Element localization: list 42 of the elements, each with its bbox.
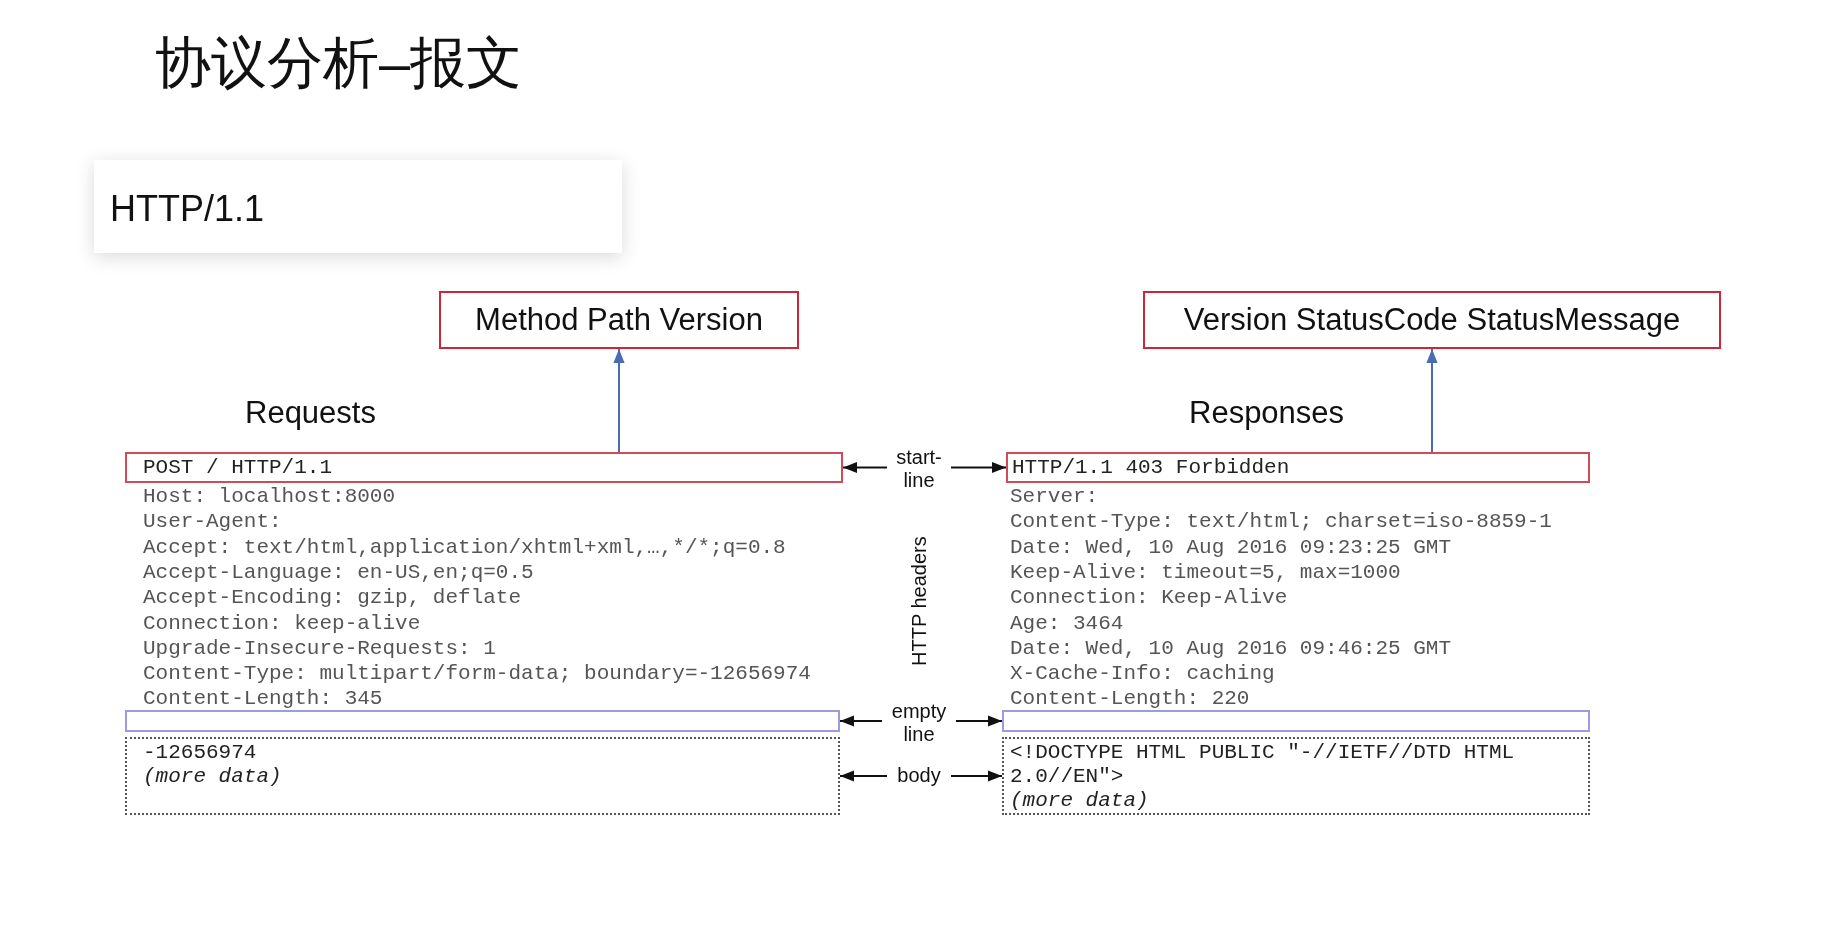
annotation-label: start- line <box>887 446 951 494</box>
header-line: Age: 3464 <box>1010 610 1124 636</box>
header-line: Connection: Keep-Alive <box>1010 585 1288 611</box>
header-line: Accept-Language: en-US,en;q=0.5 <box>143 559 534 585</box>
code-text: <!DOCTYPE HTML PUBLIC "-//IETF//DTD HTML 2.0//EN"> <box>1010 741 1516 789</box>
vertical-label: HTTP headers <box>907 535 931 666</box>
header-line: Content-Length: 345 <box>143 686 383 712</box>
arrow <box>1426 348 1438 453</box>
highlight-box: Version StatusCode StatusMessage <box>1143 291 1721 349</box>
arrow <box>950 461 1007 474</box>
header-line: Keep-Alive: timeout=5, max=1000 <box>1010 559 1401 585</box>
header-line: Server: <box>1010 484 1099 509</box>
annotation-label: empty line <box>882 700 956 746</box>
highlight-box: Method Path Version <box>439 291 799 349</box>
code-text: -12656974 <box>143 741 258 765</box>
header-line: Upgrade-Insecure-Requests: 1 <box>143 635 496 661</box>
header-line: Content-Length: 220 <box>1010 686 1250 712</box>
arrow <box>613 348 625 453</box>
header-line: Date: Wed, 10 Aug 2016 09:46:25 GMT <box>1010 635 1452 661</box>
header-line: X-Cache-Info: caching <box>1010 661 1275 687</box>
body-box <box>1002 737 1590 815</box>
header-line: Connection: keep-alive <box>143 610 421 636</box>
arrow <box>839 770 888 782</box>
slide-title: 协议分析–报文 <box>155 30 523 96</box>
placeholder-text: (more data) <box>1010 789 1150 813</box>
arrow <box>955 715 1003 727</box>
header-line: Accept-Encoding: gzip, deflate <box>143 585 522 611</box>
header-line: Content-Type: text/html; charset=iso-8859-1 <box>1010 509 1552 535</box>
header-line: Content-Type: multipart/form-data; boundary=-12656974 <box>143 661 811 687</box>
arrow <box>950 770 1003 782</box>
header-line: User-Agent: <box>143 509 282 535</box>
body-box <box>125 737 840 815</box>
annotation-label: body <box>887 764 951 790</box>
section-heading: Responses <box>1189 395 1345 431</box>
heading-card: HTTP/1.1 <box>94 160 622 253</box>
header-line: Host: localhost:8000 <box>143 484 396 509</box>
arrow <box>842 461 888 474</box>
arrow <box>839 715 883 727</box>
header-line: Date: Wed, 10 Aug 2016 09:23:25 GMT <box>1010 534 1452 560</box>
section-heading: Requests <box>245 395 376 431</box>
placeholder-text: (more data) <box>143 765 283 789</box>
header-line: Accept: text/html,application/xhtml+xml,…,*/*;q=0.8 <box>143 534 786 560</box>
